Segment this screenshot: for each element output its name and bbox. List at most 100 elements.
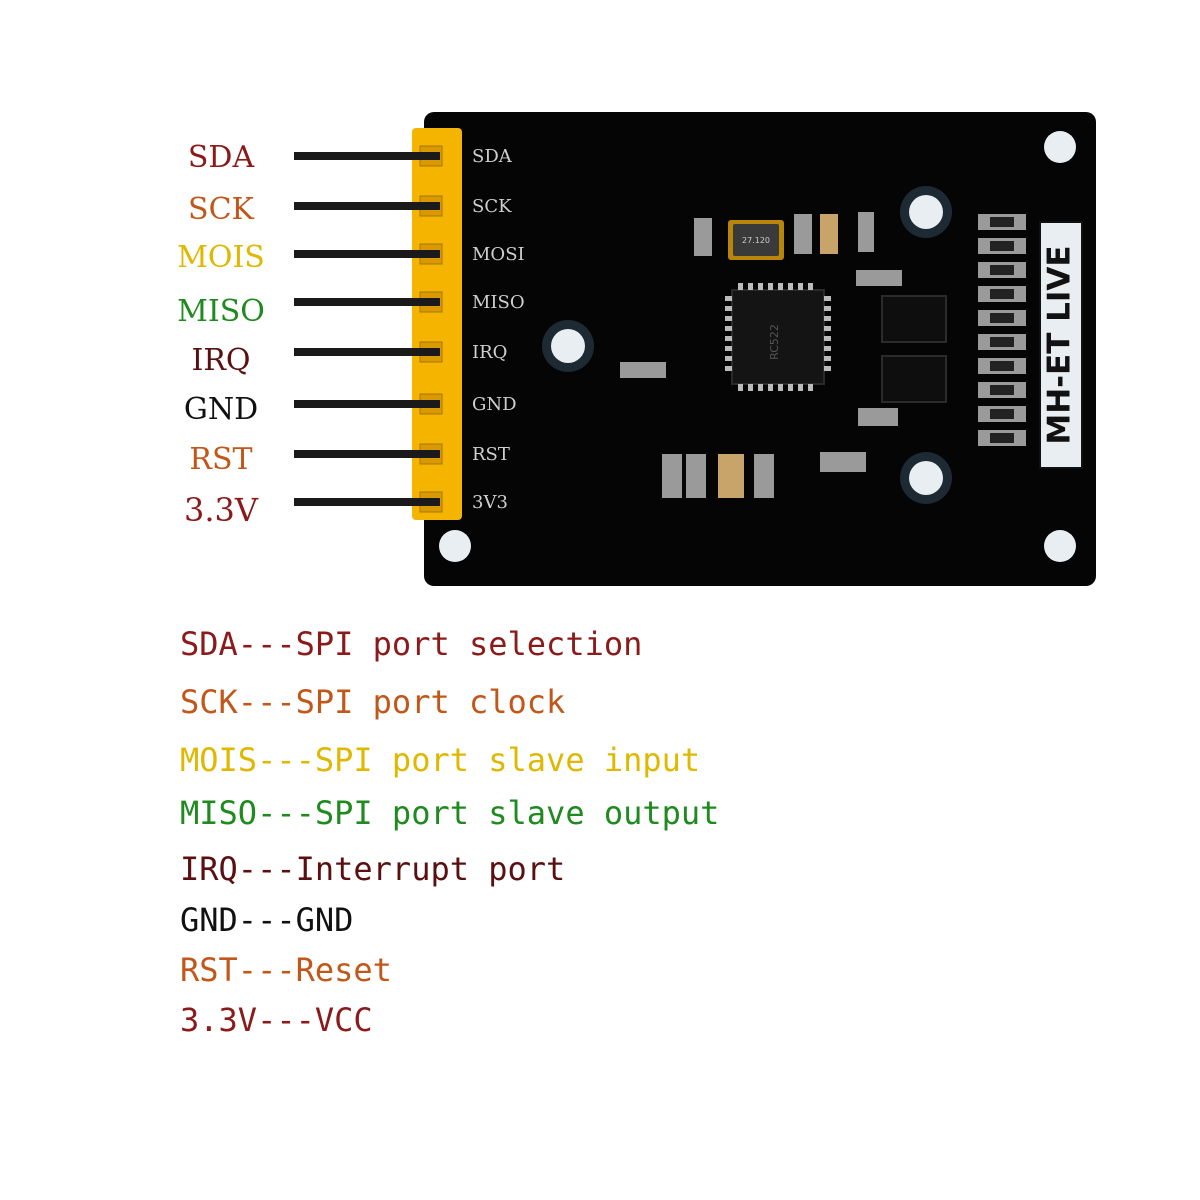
- desc-irq: IRQ---Interrupt port: [180, 850, 566, 888]
- silk-label: GND: [472, 394, 517, 415]
- pin-wires: [294, 152, 440, 506]
- chip-pin: [758, 384, 763, 391]
- mounting-hole-bottom-right: [1044, 530, 1076, 562]
- pin-label-miso: MISO: [177, 294, 265, 329]
- chip-pin: [748, 384, 753, 391]
- rc522-chip: RC522: [725, 283, 831, 391]
- smd-component-body: [990, 313, 1014, 323]
- smd-component: [820, 452, 866, 472]
- chip-pin: [788, 384, 793, 391]
- brand-box: [1039, 221, 1083, 469]
- chip-pin: [824, 346, 831, 351]
- smd-component: [858, 408, 898, 426]
- silk-label: SDA: [472, 146, 513, 167]
- smd-component: [820, 214, 838, 254]
- desc-sck: SCK---SPI port clock: [180, 683, 566, 721]
- chip-pin: [725, 296, 732, 301]
- pin-label-3v3: 3.3V: [184, 491, 258, 529]
- smd-component: [856, 270, 902, 286]
- smd-component-body: [990, 409, 1014, 419]
- chip-pin: [808, 283, 813, 290]
- mounting-hole-top-right: [1044, 131, 1076, 163]
- chip-pin: [768, 283, 773, 290]
- smd-component-body: [990, 241, 1014, 251]
- chip-pin: [725, 346, 732, 351]
- chip-pin: [824, 306, 831, 311]
- chip-pin: [725, 366, 732, 371]
- smd-component-body: [990, 433, 1014, 443]
- pin-wire: [294, 202, 440, 210]
- inductor-bottom: [881, 355, 947, 403]
- chip-pin: [725, 336, 732, 341]
- chip-pin: [824, 356, 831, 361]
- chip-pin: [778, 384, 783, 391]
- chip-pin: [725, 356, 732, 361]
- silk-label: MISO: [472, 292, 525, 313]
- smd-component: [620, 362, 666, 378]
- chip-pin: [824, 316, 831, 321]
- pin-wire: [294, 348, 440, 356]
- chip-pin: [808, 384, 813, 391]
- smd-component: [662, 454, 682, 498]
- crystal-text: 27.120: [742, 236, 770, 245]
- chip-pin: [738, 384, 743, 391]
- chip-pin: [768, 384, 773, 391]
- chip-pin: [758, 283, 763, 290]
- pin-wire: [294, 298, 440, 306]
- pin-wire: [294, 152, 440, 160]
- desc-gnd: GND---GND: [180, 901, 354, 939]
- smd-component: [718, 454, 744, 498]
- silk-label: MOSI: [472, 244, 525, 265]
- chip-pin: [748, 283, 753, 290]
- brand-label: MH-ET LIVE: [1042, 245, 1078, 444]
- pin-wire: [294, 250, 440, 258]
- smd-component: [686, 454, 706, 498]
- smd-component-body: [990, 289, 1014, 299]
- silk-label: SCK: [472, 196, 512, 217]
- pin-wire: [294, 498, 440, 506]
- pin-wire: [294, 400, 440, 408]
- desc-sda: SDA---SPI port selection: [180, 625, 643, 663]
- chip-pin: [824, 336, 831, 341]
- smd-component: [754, 454, 774, 498]
- chip-pin: [778, 283, 783, 290]
- chip-pin: [725, 326, 732, 331]
- pin-label-sda: SDA: [187, 140, 255, 175]
- silk-label: IRQ: [472, 342, 507, 363]
- silk-label: RST: [472, 444, 510, 465]
- chip-pin: [798, 283, 803, 290]
- chip-pin: [824, 366, 831, 371]
- pin-wire: [294, 450, 440, 458]
- inductor-top: [881, 295, 947, 343]
- chip-pin: [738, 283, 743, 290]
- chip-pin: [824, 296, 831, 301]
- chip-pin: [725, 306, 732, 311]
- pin-label-irq: IRQ: [191, 343, 251, 378]
- chip-text: RC522: [768, 324, 781, 360]
- mounting-hole-bottom-left: [439, 530, 471, 562]
- desc-3v3: 3.3V---VCC: [180, 1001, 373, 1039]
- desc-miso: MISO---SPI port slave output: [180, 794, 720, 832]
- smd-component: [858, 212, 874, 252]
- smd-component-body: [990, 385, 1014, 395]
- smd-component-body: [990, 217, 1014, 227]
- pin-label-rst: RST: [189, 442, 253, 477]
- smd-component: [694, 218, 712, 256]
- smd-components: [620, 212, 1026, 498]
- smd-component-body: [990, 265, 1014, 275]
- chip-pin: [824, 326, 831, 331]
- smd-component-body: [990, 361, 1014, 371]
- smd-component-body: [990, 337, 1014, 347]
- pin-header: [412, 128, 462, 520]
- smd-component: [794, 214, 812, 254]
- chip-pin: [725, 316, 732, 321]
- crystal: 27.120: [728, 220, 784, 260]
- chip-pin: [798, 384, 803, 391]
- desc-rst: RST---Reset: [180, 951, 392, 989]
- pin-label-gnd: GND: [183, 392, 259, 427]
- silk-label: 3V3: [472, 492, 508, 513]
- pin-label-mosi: MOIS: [177, 240, 265, 275]
- silk-labels: SDA SCK MOSI MISO IRQ GND RST 3V3: [472, 146, 525, 513]
- chip-pin: [788, 283, 793, 290]
